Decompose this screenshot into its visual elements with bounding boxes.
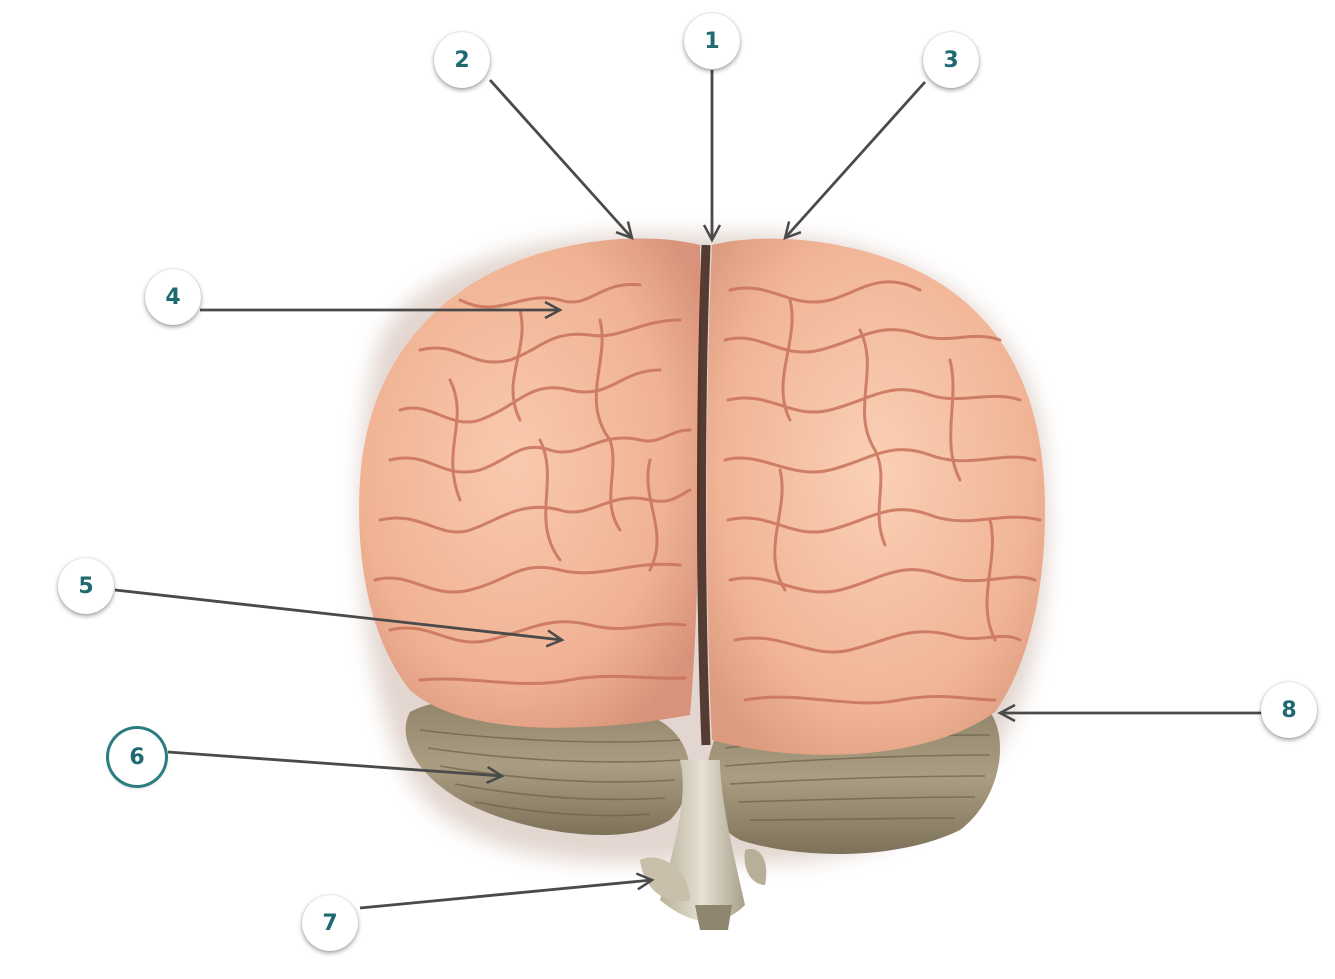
pointer-arrows [114, 70, 1262, 910]
label-number: 6 [129, 744, 145, 770]
label-number: 5 [78, 573, 94, 599]
left-cerebral-hemisphere [359, 238, 701, 728]
label-marker-5[interactable]: 5 [58, 558, 114, 614]
arrow-5 [114, 588, 565, 648]
label-marker-2[interactable]: 2 [434, 32, 490, 88]
arrow-7 [359, 872, 655, 910]
label-marker-7[interactable]: 7 [302, 895, 358, 951]
label-marker-3[interactable]: 3 [923, 32, 979, 88]
label-marker-6[interactable]: 6 [109, 729, 165, 785]
label-marker-1[interactable]: 1 [684, 13, 740, 69]
longitudinal-fissure [697, 244, 711, 746]
label-number: 4 [165, 284, 181, 310]
label-marker-8[interactable]: 8 [1261, 682, 1317, 738]
label-number: 3 [943, 47, 959, 73]
label-marker-4[interactable]: 4 [145, 269, 201, 325]
label-number: 1 [704, 28, 720, 54]
label-number: 8 [1281, 697, 1297, 723]
arrow-2 [488, 79, 634, 240]
arrow-3 [783, 81, 927, 240]
right-cerebral-hemisphere [706, 238, 1045, 755]
arrow-6 [167, 750, 505, 785]
label-number: 2 [454, 47, 470, 73]
label-number: 7 [322, 910, 338, 936]
brainstem [640, 760, 767, 930]
